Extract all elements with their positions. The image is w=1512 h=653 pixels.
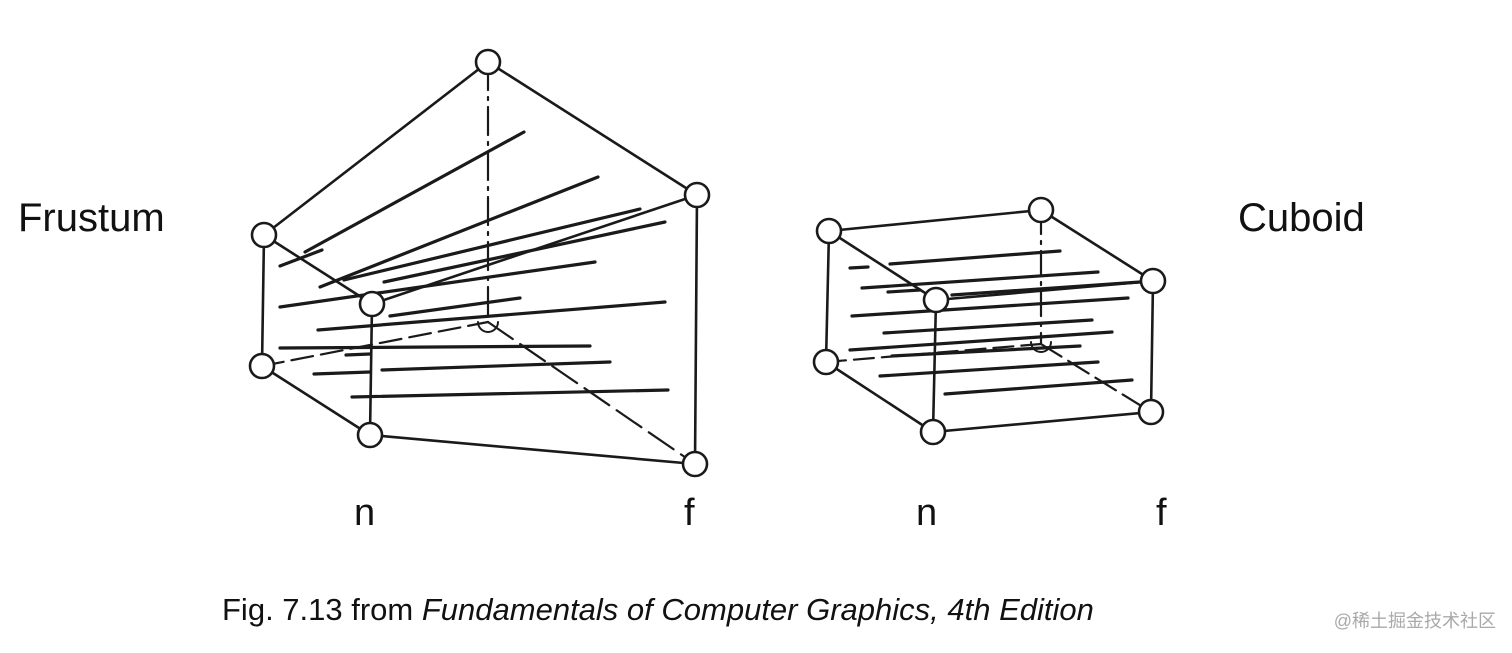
caption-prefix: Fig. 7.13 from: [222, 592, 422, 627]
vertex-node: [812, 348, 840, 376]
vertex-node: [474, 48, 502, 76]
frustum-near-plane-label: n: [354, 492, 376, 534]
figure-caption: Fig. 7.13 from Fundamentals of Computer …: [222, 594, 1094, 625]
frustum-label: Frustum: [18, 196, 165, 240]
vertex-node: [815, 217, 843, 245]
vertex-node: [356, 421, 384, 449]
frustum-drawing: [248, 48, 711, 478]
cuboid-far-plane-label: f: [1156, 492, 1167, 534]
vertex-node: [681, 450, 709, 478]
vertex-node: [358, 290, 386, 318]
cuboid-label: Cuboid: [1238, 196, 1365, 240]
vertex-node: [1137, 398, 1165, 426]
caption-book-title: Fundamentals of Computer Graphics, 4th E…: [421, 592, 1094, 627]
cuboid-near-plane-label: n: [916, 492, 938, 534]
cuboid-hidden-edges: [824, 208, 1153, 414]
vertex-node: [1139, 267, 1167, 295]
cuboid-edges: [824, 208, 1155, 434]
frustum-far-plane-label: f: [684, 492, 695, 534]
watermark: @稀土掘金技术社区: [1333, 611, 1496, 631]
vertex-node: [683, 181, 711, 209]
cuboid-drawing: [812, 196, 1167, 446]
cuboid-vertices: [812, 196, 1167, 446]
vertex-node: [922, 286, 950, 314]
frustum-vertices: [248, 48, 711, 478]
cuboid-hatching: [848, 249, 1142, 396]
vertex-node: [919, 418, 947, 446]
vertex-node: [248, 352, 276, 380]
frustum-hatching: [278, 130, 670, 399]
vertex-node: [1027, 196, 1055, 224]
vertex-node: [250, 221, 278, 249]
